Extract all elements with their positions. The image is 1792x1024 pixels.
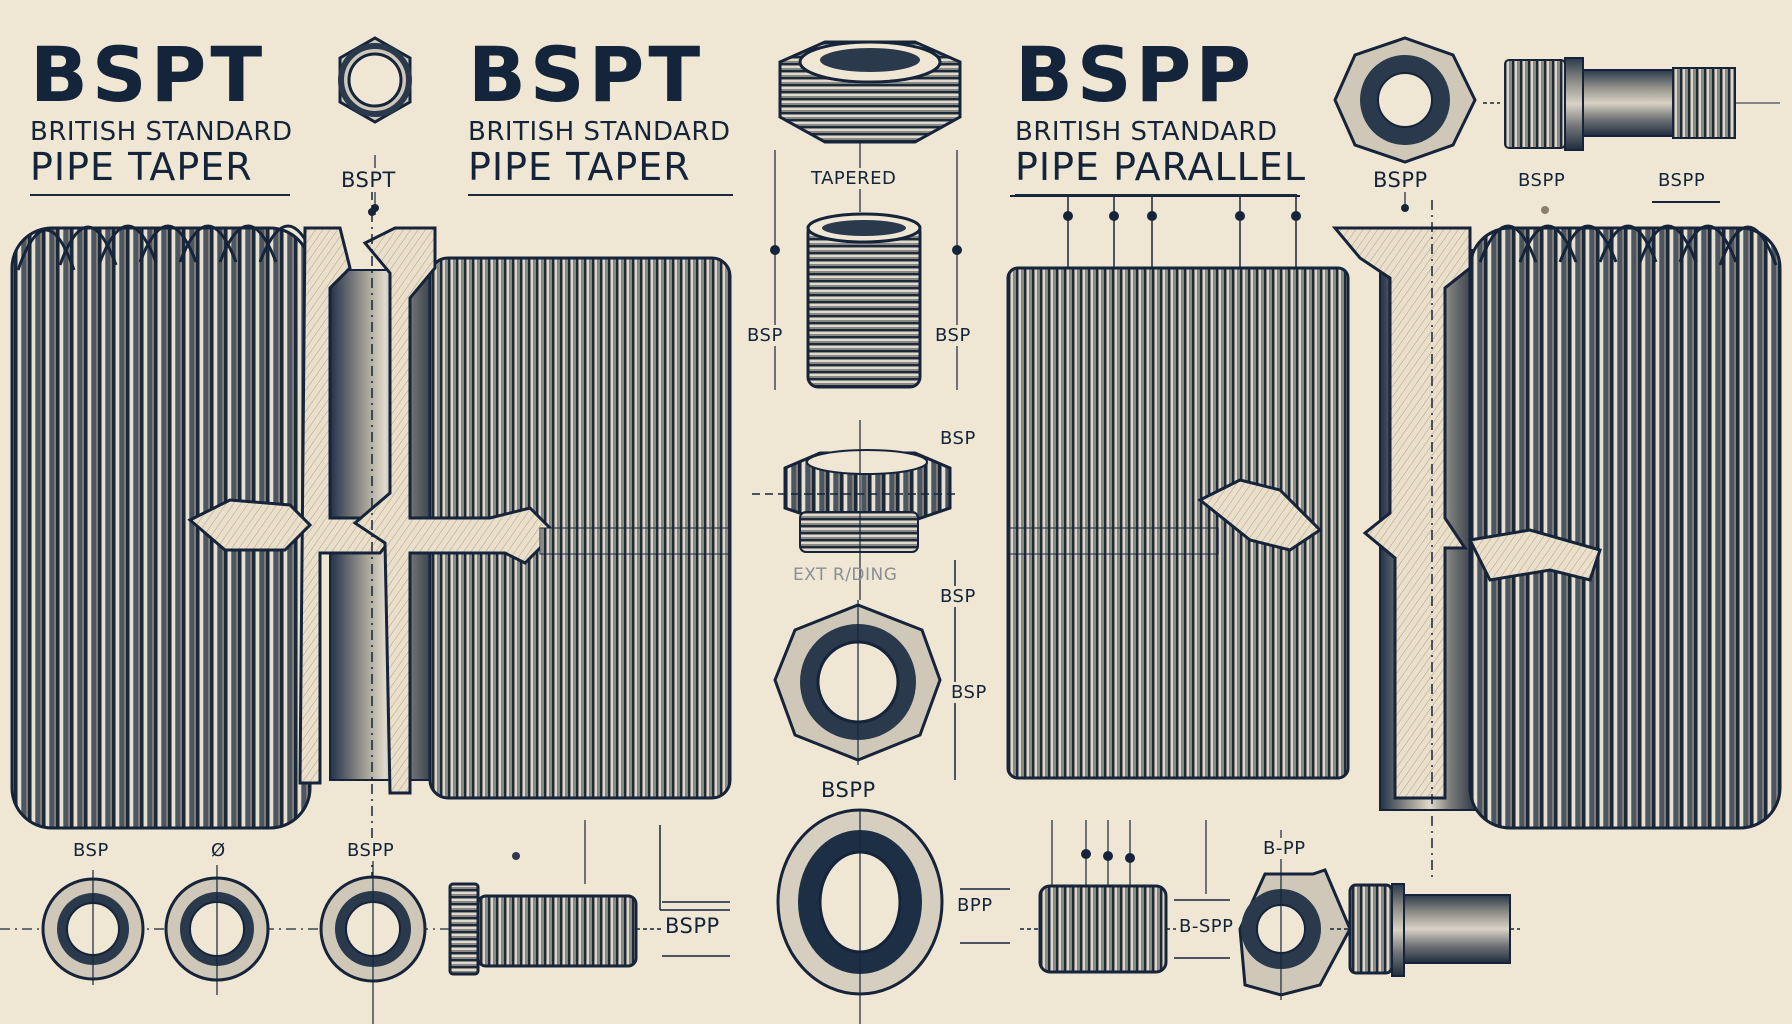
title-block-bspp-right: BSPP BRITISH STANDARD PIPE PARALLEL: [1015, 30, 1315, 197]
threaded-rod-bottom-right: [1020, 820, 1230, 974]
hex-nut-bottom-right: [1238, 830, 1352, 1000]
sealing-ring: [776, 808, 944, 1024]
label-bottom-bolt: BSPP: [662, 914, 723, 938]
label-bottom-left-1: BSP: [70, 840, 112, 861]
bspp-pipe-section: [1006, 195, 1782, 880]
adapter-bottom-right: [1330, 883, 1520, 977]
title-heading: BSPT: [468, 30, 705, 119]
label-right-top-nut: BSPP: [1370, 168, 1431, 192]
title-line2: PIPE TAPER: [468, 145, 691, 190]
label-center-bsp-nut: BSP: [948, 682, 990, 703]
hex-nut-top-right: [1333, 36, 1477, 212]
hex-nut-top-center: [778, 40, 962, 212]
label-bottom-right-mid: B-SPP: [1176, 916, 1237, 937]
hex-bolt-bottom: [448, 820, 730, 976]
title-heading: BSPT: [30, 30, 267, 119]
title-line1: BRITISH STANDARD: [30, 117, 293, 147]
label-center-bsp-mid: BSP: [937, 428, 979, 449]
hex-bushing: [752, 420, 960, 600]
label-center-bsp-right: BSP: [932, 325, 974, 346]
label-center-bsp-left: BSP: [744, 325, 786, 346]
title-line2: PIPE TAPER: [30, 145, 253, 190]
title-block-bspt-left: BSPT BRITISH STANDARD PIPE TAPER: [30, 30, 300, 197]
hex-nut-top-left: [338, 36, 412, 215]
title-underline: [1015, 194, 1297, 197]
title-line2: PIPE PARALLEL: [1015, 145, 1306, 190]
label-bottom-ring: BPP: [954, 895, 996, 916]
title-line1: BRITISH STANDARD: [1015, 117, 1278, 147]
title-line1: BRITISH STANDARD: [468, 117, 731, 147]
label-bottom-left-3: BSPP: [344, 840, 398, 861]
round-nuts-bottom-left: [0, 860, 470, 1024]
label-center-bspp: BSPP: [818, 778, 879, 802]
adapter-top-right: [1483, 57, 1780, 214]
tapered-nipple: [770, 150, 962, 390]
label-tapered: TAPERED: [808, 168, 900, 189]
label-ext-threading: EXT R/DING: [793, 565, 898, 585]
title-heading: BSPP: [1015, 30, 1256, 119]
hex-nut-center: [773, 600, 942, 765]
title-underline: [468, 194, 733, 197]
title-underline: [30, 194, 290, 197]
label-right-top-far: BSPP: [1655, 170, 1709, 191]
bspt-pipe-section: [10, 190, 732, 880]
label-right-top-mid: BSPP: [1515, 170, 1569, 191]
label-top-left-nut: BSPT: [338, 168, 399, 192]
label-bottom-right-hex: B-PP: [1260, 838, 1309, 859]
title-block-bspt-center: BSPT BRITISH STANDARD PIPE TAPER: [468, 30, 748, 197]
label-bottom-left-2: Ø: [208, 840, 229, 861]
label-center-bsp-lower: BSP: [937, 586, 979, 607]
